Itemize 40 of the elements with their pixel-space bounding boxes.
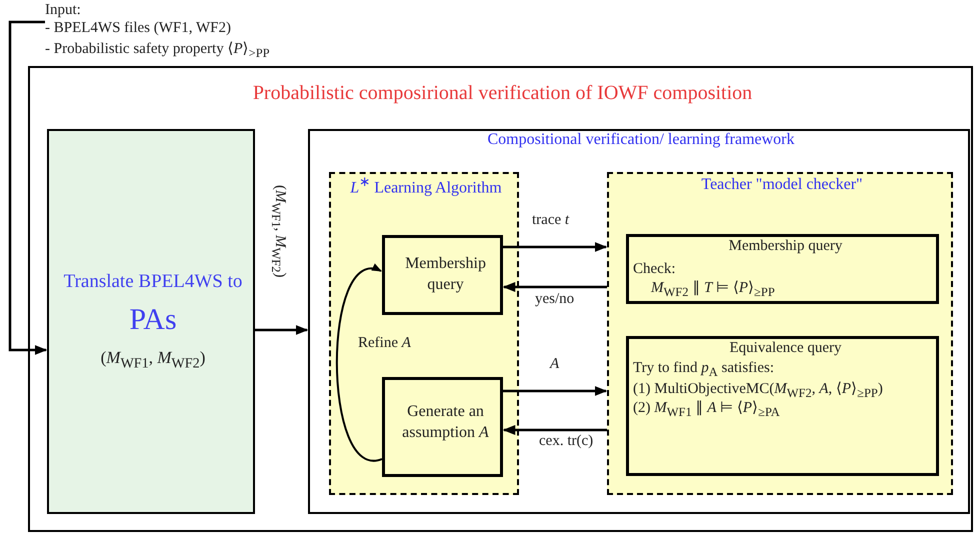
frame-title: Probabilistic composirional verification of IOWF composition [252,82,754,105]
query-box [626,336,939,476]
query-box [626,234,939,304]
process-box [382,377,503,477]
translate-box [47,129,255,514]
box-label: Generate an assumption A [401,402,490,443]
formula: (2) M$_{WF1}$ ∥ A ⊨ ⟨P⟩$_{≥PA}$ [633,399,780,420]
arrow [8,20,48,355]
list-item: - BPEL4WS files (WF1, WF2) [45,20,231,37]
arrow [255,325,308,335]
process-box [382,235,503,315]
framework-box [308,129,970,514]
arrow [503,386,608,396]
box-label: Membership query [404,254,487,295]
formula: M$_{WF2}$ ∥ T ⊨ ⟨P⟩$_{≥PP}$ [651,279,775,300]
edge-label: Refine A [358,335,411,352]
arrow [502,282,607,292]
teacher-panel [607,172,953,495]
curved-arrow [336,266,382,461]
panel-title: Compositional verification/ learning framework [486,131,796,149]
list-item: - Probabilistic safety property ⟨P⟩$_{>PP}$ [45,40,270,61]
box-title: Translate BPEL4WS to [62,271,244,293]
outer-frame [28,66,973,532]
learning-panel [329,172,519,495]
arrow [503,242,608,252]
formula: (1) MultiObjectiveMC(M$_{WF2}$, A, ⟨P⟩$_{≥PP}$) [633,380,883,400]
panel-title: Teacher "model checker" [700,176,864,194]
edge-label: trace t [532,212,570,229]
box-text: Try to find p$_{A}$ satisfies: [633,360,774,380]
box-text: Check: [633,261,676,278]
panel-title: L$^{∗}$ Learning Algorithm [349,174,503,198]
edge-label: A [550,356,560,373]
edge-label: cex. tr(c) [539,433,594,450]
box-heading: Equivalence query [728,340,843,357]
box-heading: Membership query [728,238,844,255]
arrow [502,425,607,435]
edge-label: yes/no [535,291,574,308]
input-heading: Input: [45,2,81,19]
box-title: PAs [128,303,178,337]
box-subtitle: (M$_{WF1}$, M$_{WF2}$) [100,348,206,372]
